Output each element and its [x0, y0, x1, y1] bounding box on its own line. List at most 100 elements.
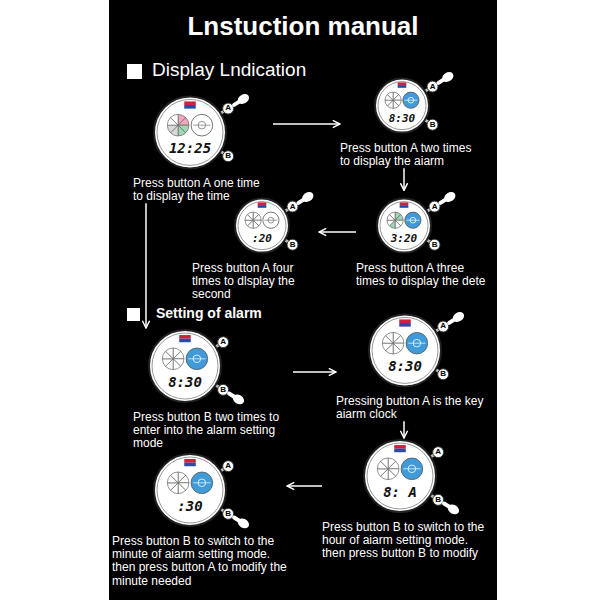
- pressing-hand: [236, 516, 251, 530]
- black-panel: [109, 0, 497, 600]
- button-label: B: [440, 370, 446, 378]
- dial-segment: [387, 92, 393, 100]
- dial-segment: [170, 472, 178, 483]
- brand-badge: [179, 339, 191, 343]
- watch-case: [375, 79, 429, 133]
- watch-illustration: [364, 440, 461, 516]
- right-subdial: [263, 212, 279, 228]
- brand-badge: [184, 105, 196, 109]
- right-subdial: [403, 92, 419, 108]
- watch-button: [223, 461, 234, 472]
- watch-step: 8:30Press button A two times to display …: [340, 70, 480, 168]
- dial-segment: [393, 95, 401, 101]
- subdial-tick: [403, 468, 420, 469]
- watch-display: 12:25: [169, 141, 211, 155]
- brand-badge: [398, 83, 407, 86]
- dial-segment: [393, 343, 401, 354]
- brand-badge: [184, 101, 196, 105]
- watch-step: 8:30Press button B two times to enter in…: [133, 328, 293, 451]
- dial-segment: [385, 101, 393, 107]
- watch-button: [223, 150, 234, 161]
- step-caption: Press button B to switch to the minute o…: [112, 535, 287, 588]
- right-subdial: [401, 458, 423, 480]
- dial-segment: [173, 351, 184, 359]
- button-label: B: [290, 241, 296, 249]
- subdial-tick: [188, 358, 205, 359]
- dial-segment: [173, 359, 181, 370]
- pressing-hand: [231, 392, 246, 406]
- right-subdial: [191, 114, 213, 136]
- dial-segment: [178, 125, 186, 136]
- brand-badge: [400, 205, 409, 208]
- watch-display: 8: A: [383, 485, 417, 499]
- watch-button: [287, 240, 298, 251]
- watch-display: 8:30: [168, 375, 202, 389]
- flow-arrow: [145, 203, 147, 328]
- dial-segment: [165, 348, 173, 359]
- watch-step: 8: A Press button B to switch to the hour…: [322, 438, 488, 561]
- flow-arrow: [403, 421, 405, 438]
- subdial-tick: [193, 482, 210, 483]
- button-label: B: [430, 121, 436, 129]
- brand-badge: [398, 85, 407, 88]
- flow-arrow: [403, 168, 405, 190]
- watch-step: 12:25Press button A one time to display …: [133, 92, 273, 204]
- watch-button: [438, 321, 449, 332]
- section-heading: Setting of alarm: [154, 305, 264, 322]
- step-caption: Press button B to switch to the hour of …: [322, 521, 488, 561]
- dial-segment: [395, 215, 403, 221]
- right-subdial: [186, 348, 208, 370]
- left-subdial: [387, 212, 403, 228]
- right-subdial: [191, 472, 213, 494]
- dial-segment: [247, 212, 253, 220]
- watch-illustration: [369, 310, 466, 386]
- brand-badge: [394, 449, 406, 453]
- brand-badge: [400, 203, 409, 206]
- subdial-tick: [408, 342, 425, 343]
- watch-case: [364, 440, 436, 512]
- watch-button: [429, 201, 440, 212]
- flow-arrow: [273, 123, 340, 125]
- watch-button: [427, 120, 438, 131]
- subdial-tick: [264, 220, 277, 221]
- dial-segment: [393, 335, 404, 343]
- dial-segment: [380, 458, 388, 469]
- button-label: A: [290, 203, 296, 211]
- dial-segment: [178, 483, 186, 494]
- dial-segment: [382, 343, 393, 351]
- button-label: A: [225, 104, 231, 112]
- pressing-hand: [446, 502, 461, 516]
- section-square: [127, 308, 140, 321]
- button-label: B: [225, 510, 231, 518]
- watch-bezel: [157, 457, 223, 523]
- watch-button: [438, 368, 449, 379]
- left-subdial: [382, 332, 404, 354]
- watch-button: [223, 508, 234, 519]
- subdial-tick: [404, 100, 417, 101]
- right-subdial: [406, 332, 428, 354]
- watch-bezel: [238, 202, 286, 250]
- pressing-hand: [442, 190, 457, 204]
- dial-segment: [377, 469, 388, 477]
- step-caption: Press button A one time to display the t…: [133, 177, 273, 203]
- brand-badge: [179, 335, 191, 339]
- watch-button: [287, 201, 298, 212]
- button-label: B: [435, 496, 441, 504]
- dial-segment: [253, 215, 261, 221]
- watch-step: :30Press button B to switch to the minut…: [112, 452, 287, 588]
- dial-segment: [388, 469, 396, 480]
- dial-segment: [245, 221, 253, 227]
- dial-segment: [167, 483, 178, 491]
- pressing-hand: [300, 190, 315, 204]
- step-caption: Press button A four tlmes to dlsplay the…: [192, 262, 319, 302]
- watch-bezel: [157, 99, 223, 165]
- pressing-hand: [236, 92, 251, 106]
- watch-illustration: [154, 454, 251, 530]
- watch-case: [154, 454, 226, 526]
- flow-arrow: [319, 231, 356, 233]
- left-subdial: [385, 92, 401, 108]
- dial-segment: [388, 461, 399, 469]
